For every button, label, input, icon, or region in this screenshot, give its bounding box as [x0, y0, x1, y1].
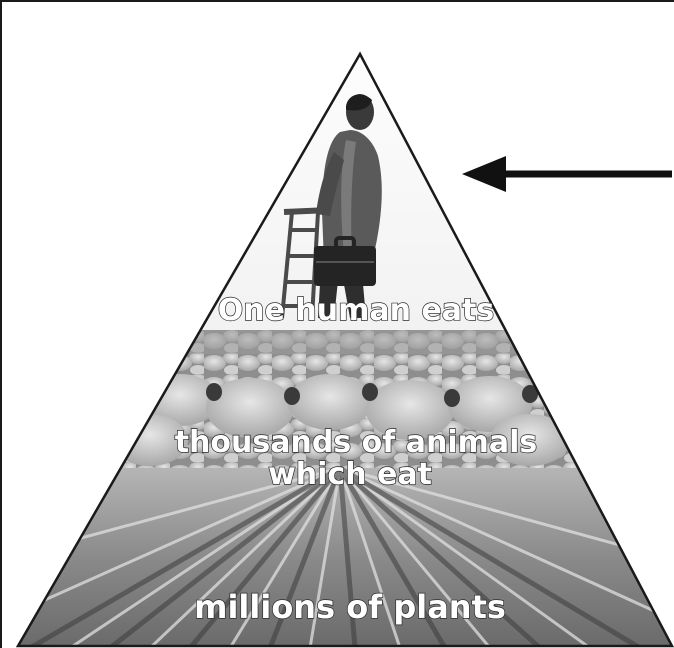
- arrow-left-icon: [462, 156, 672, 192]
- bottom-tier-label: millions of plants: [194, 588, 506, 626]
- middle-tier-label-line-2: which eat: [268, 457, 432, 492]
- middle-tier-label-line-1: thousands of animals: [175, 425, 538, 460]
- top-tier-label: One human eats: [218, 293, 494, 328]
